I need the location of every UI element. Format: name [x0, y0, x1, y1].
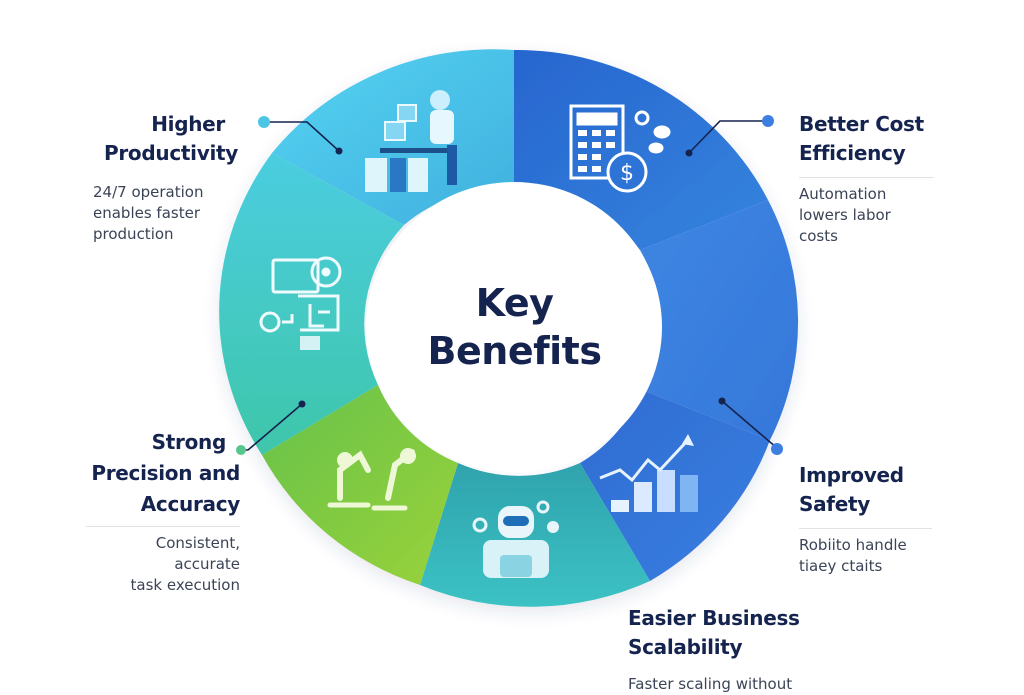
center-title: Key Benefits [366, 182, 663, 472]
benefit-description: 24/7 operation enables faster production [93, 183, 204, 243]
benefit-description: Robiito handle tiaey ctaits [799, 536, 907, 575]
benefit-precision: Strong Precision and Accuracy Consistent… [86, 427, 240, 596]
segment-control-panel[interactable] [219, 153, 404, 455]
center-circle [366, 182, 662, 472]
robot-assistant-icon [472, 500, 559, 578]
divider [799, 177, 934, 178]
growth-chart-icon [599, 434, 698, 512]
calculator-dollar-icon: $ [569, 104, 671, 193]
svg-text:$: $ [620, 161, 634, 186]
connector-safety [721, 400, 778, 449]
benefit-title: Higher Productivity [104, 112, 238, 165]
benefit-description: Automation lowers labor costs [799, 185, 891, 245]
dot-productivity [258, 116, 270, 128]
divider [799, 528, 932, 529]
segment-precision[interactable] [262, 385, 458, 585]
segment-safety[interactable] [640, 200, 799, 440]
dot-precision [236, 445, 246, 455]
benefit-title: Easier Business Scalability [628, 606, 800, 659]
center-title-line2: Benefits [427, 329, 602, 373]
benefit-title: Strong Precision and Accuracy [91, 430, 240, 516]
benefit-description: Consistent, accurate task execution [130, 534, 240, 594]
robot-conveyor-icon [365, 90, 457, 192]
dot-cost [762, 115, 774, 127]
endpoint-cost [685, 149, 693, 157]
endpoint-productivity [335, 147, 343, 155]
divider [86, 526, 240, 527]
dot-safety [771, 443, 783, 455]
endpoint-precision [298, 400, 306, 408]
benefit-productivity: Higher Productivity 24/7 operation enabl… [93, 110, 238, 245]
connector-productivity [264, 121, 340, 152]
benefit-title: Improved Safety [799, 463, 904, 516]
connector-cost [688, 120, 766, 154]
benefit-title: Better Cost Efficiency [799, 112, 924, 165]
segment-robot-assistant[interactable] [420, 463, 650, 607]
benefit-safety: Improved Safety Robiito handle tiaey cta… [799, 461, 932, 577]
control-panel-icon [259, 256, 342, 350]
benefit-scalability: Easier Business Scalability Faster scali… [628, 604, 828, 695]
center-title-line1: Key [475, 281, 554, 325]
benefit-cost: Better Cost Efficiency Automation lowers… [799, 110, 934, 247]
robotic-arms-icon [327, 448, 416, 511]
endpoint-safety [718, 397, 726, 405]
benefit-description: Faster scaling without [628, 675, 793, 693]
